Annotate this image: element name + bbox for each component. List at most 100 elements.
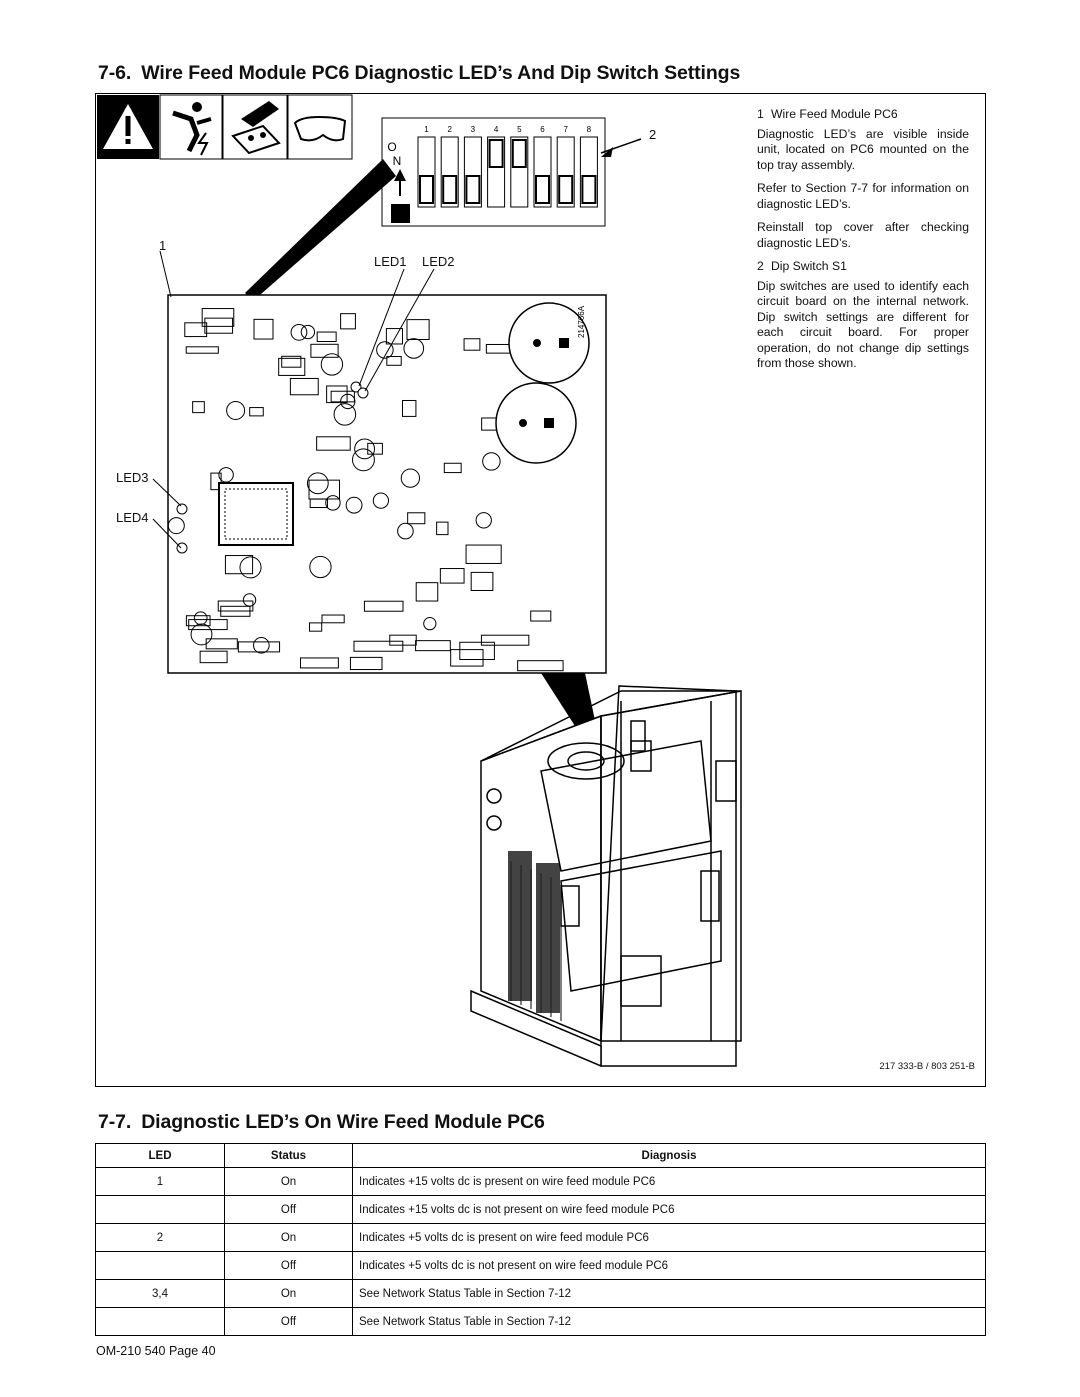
warning-icon [97, 95, 159, 159]
board-component [320, 353, 344, 376]
table-row: 2 On Indicates +5 volts dc is present on… [95, 1223, 986, 1252]
board-component [199, 650, 228, 664]
section-number: 7-7. [98, 1111, 132, 1133]
board-component [403, 338, 425, 359]
cell-status: On [224, 1223, 353, 1252]
cell-status: On [224, 1279, 353, 1308]
board-component [176, 503, 188, 515]
section-number: 7-6. [98, 62, 132, 84]
table-header-row: LED Status Diagnosis [95, 1143, 986, 1168]
board-component [372, 492, 390, 509]
table-row: 1 On Indicates +15 volts dc is present o… [95, 1167, 986, 1196]
dip-switch-number: 7 [563, 125, 568, 134]
board-component [309, 555, 332, 579]
board-component [193, 611, 208, 626]
board-component [204, 317, 234, 334]
board-component [290, 323, 308, 341]
board-component [407, 512, 426, 525]
cell-status: Off [224, 1307, 353, 1336]
board-component [349, 656, 383, 671]
dip-switch-lever-on [488, 139, 504, 168]
hazard-icons [97, 94, 353, 160]
board-component [482, 452, 501, 471]
board-component [316, 331, 337, 343]
section-7-6-heading: 7-6. Wire Feed Module PC6 Diagnostic LED’… [98, 62, 740, 85]
board-component [289, 377, 319, 396]
board-component [220, 605, 251, 617]
led1-label: LED1 [374, 254, 407, 269]
header-led: LED [95, 1143, 225, 1168]
board-component [415, 582, 439, 602]
callout-2: 2 [649, 127, 657, 142]
board-component [450, 649, 484, 667]
board-component [278, 357, 306, 376]
board-component [224, 555, 254, 575]
dip-switch-lever-off [535, 175, 550, 204]
cell-diagnosis: Indicates +5 volts dc is not present on … [352, 1251, 986, 1280]
board-component [253, 318, 274, 340]
cell-diagnosis: Indicates +5 volts dc is present on wire… [352, 1223, 986, 1252]
cell-status: Off [224, 1195, 353, 1224]
legend-item-1-label: Wire Feed Module PC6 [771, 107, 898, 121]
board-component [415, 640, 451, 652]
board-component [249, 407, 264, 417]
board-component [321, 614, 345, 624]
dip-switch-lever-off [581, 175, 597, 204]
dip-on-label-n: N [393, 154, 402, 168]
board-component [406, 319, 430, 340]
board-component [340, 313, 356, 330]
dip-switch-lever-off [419, 175, 434, 204]
dip-switch-lever-off [465, 175, 481, 204]
board-component [354, 438, 376, 460]
board-marking: 214766A [577, 305, 586, 338]
board-component [475, 512, 492, 529]
dip-switch-number: 5 [517, 125, 522, 134]
board-component [357, 387, 369, 399]
dip-switch-number: 1 [424, 125, 429, 134]
board-component [330, 390, 355, 403]
header-status: Status [224, 1143, 353, 1168]
legend-item-2-number: 2 [757, 259, 764, 273]
board-component [443, 462, 462, 474]
board-component [439, 568, 465, 584]
cell-led: 3,4 [95, 1279, 225, 1308]
dip-switch-lever-off [442, 175, 458, 204]
callout-1: 1 [159, 238, 167, 253]
board-component [300, 324, 316, 340]
table-row: Off See Network Status Table in Section … [95, 1307, 986, 1336]
board-component [185, 615, 211, 627]
board-component [470, 571, 494, 591]
arrow-up-icon [394, 169, 406, 196]
board-component [386, 355, 402, 366]
board-component [192, 401, 205, 414]
board-component [205, 638, 238, 650]
table-row: Off Indicates +15 volts dc is not presen… [95, 1195, 986, 1224]
board-component [340, 393, 356, 410]
legend-paragraph: Reinstall top cover after checking diagn… [757, 220, 969, 250]
board-component [210, 472, 222, 491]
dip-switch-number: 2 [447, 125, 452, 134]
board-component [188, 619, 228, 631]
cell-diagnosis: See Network Status Table in Section 7-12 [352, 1279, 986, 1308]
table-row: 3,4 On See Network Status Table in Secti… [95, 1279, 986, 1308]
cell-led: 1 [95, 1167, 225, 1196]
legend-paragraph: Dip switches are used to identify each c… [757, 278, 969, 371]
board-component [367, 442, 383, 455]
table-row: Off Indicates +5 volts dc is not present… [95, 1251, 986, 1280]
board-component [167, 517, 185, 535]
legend-paragraph: Refer to Section 7-7 for information on … [757, 181, 969, 211]
section-title: Wire Feed Module PC6 Diagnostic LED’s An… [141, 62, 741, 84]
dip-switch-number: 6 [540, 125, 545, 134]
board-component [308, 479, 340, 500]
electric-shock-icon [159, 94, 223, 160]
board-component [185, 346, 219, 354]
board-component [350, 381, 362, 393]
board-component [351, 448, 375, 472]
board-component [281, 355, 302, 368]
dip-on-label-o: O [387, 140, 396, 154]
